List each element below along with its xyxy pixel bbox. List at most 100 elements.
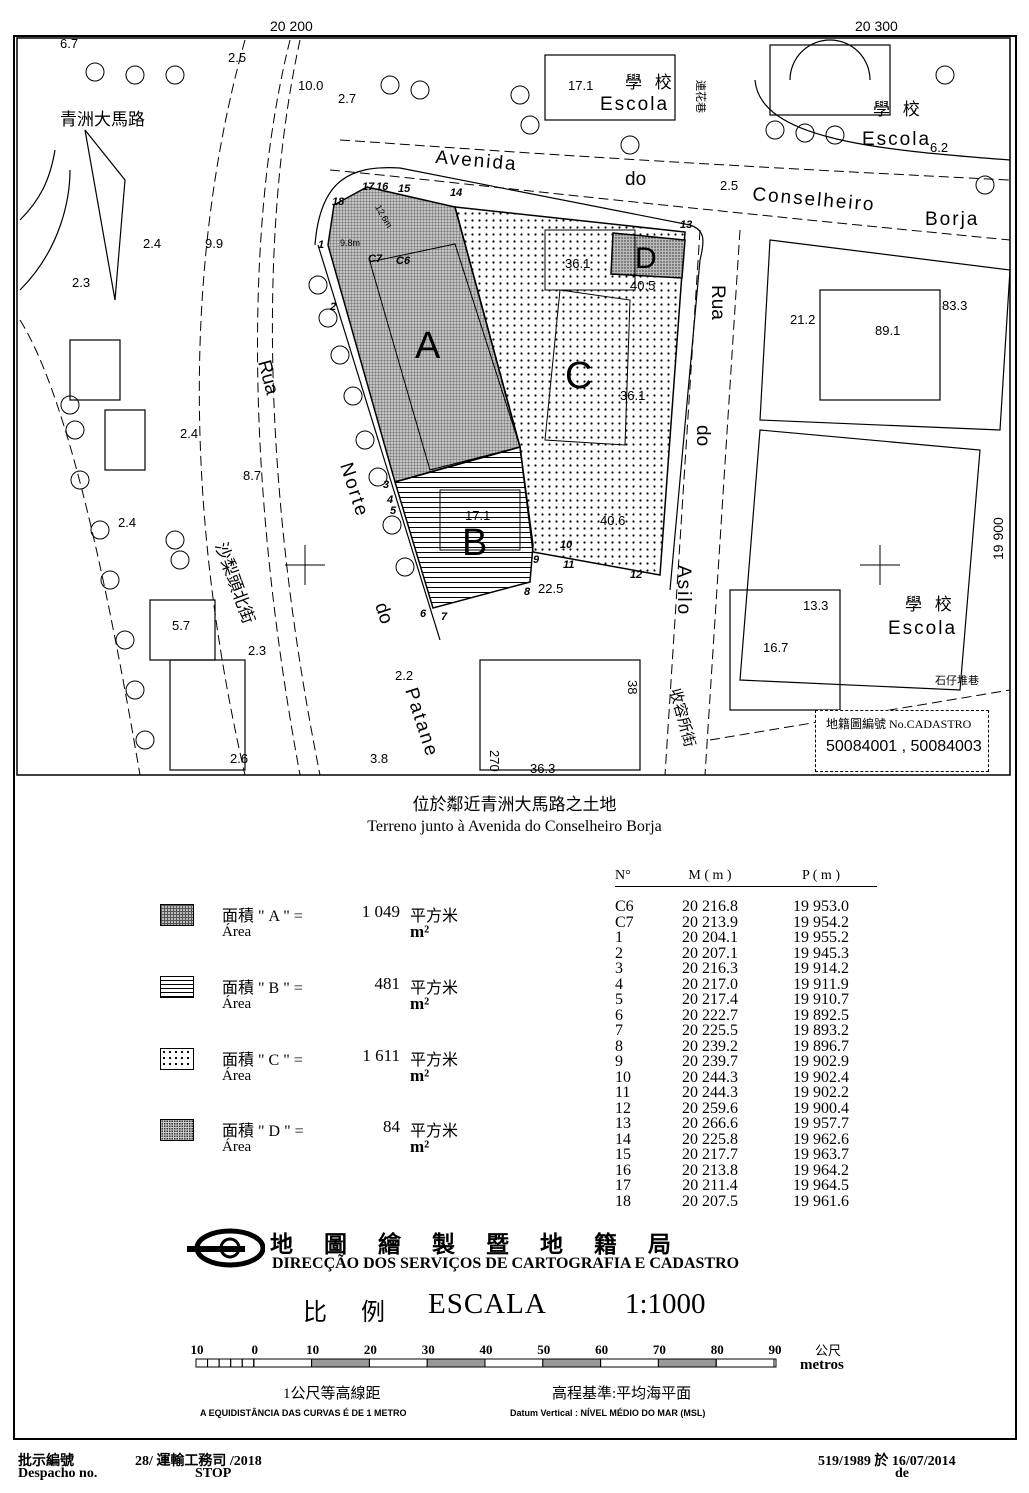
legend-area-value: 481 <box>374 974 401 993</box>
hatch-swatch-b <box>160 976 194 998</box>
school-label: 學 校 <box>625 73 676 92</box>
buildings <box>69 39 1011 771</box>
m-coordinate: 20 204.1 <box>682 929 738 946</box>
p-coordinate: 19 964.2 <box>793 1161 849 1179</box>
contour-note-zh: 1公尺等高線距 <box>283 1386 381 1402</box>
plot-label-d: D <box>635 242 657 275</box>
scale-bar-segment <box>657 1358 717 1368</box>
elevation-label: 8.7 <box>243 468 261 483</box>
point-id: 13 <box>615 1115 631 1132</box>
boundary-point-label: 10 <box>560 539 573 551</box>
plot-interior-buildings <box>369 229 636 551</box>
title-pt: Terreno junto à Avenida do Conselheiro B… <box>367 818 662 835</box>
elevation-label: 10.0 <box>298 78 323 93</box>
boundary-point-label: 11 <box>563 559 574 571</box>
street-label: do <box>370 600 397 627</box>
boundary-point-label: 8 <box>524 586 531 598</box>
street-label: Patane <box>400 685 442 760</box>
m-coordinate: 20 211.4 <box>682 1177 738 1194</box>
m-coordinate: 20 266.6 <box>682 1115 738 1132</box>
hatch-swatch-d <box>160 1119 194 1141</box>
scale-tick-label: 40 <box>479 1342 493 1357</box>
m-coordinate: 20 217.4 <box>682 991 738 1008</box>
elevation-label: 5.7 <box>172 618 190 633</box>
datum-note-zh: 高程基準:平均海平面 <box>552 1386 692 1402</box>
point-id: C7 <box>615 913 634 931</box>
plot-d <box>610 232 686 279</box>
elevation-label: 270 <box>487 750 502 772</box>
scale-label: ESCALA <box>428 1288 547 1320</box>
legend-unit-zh: 平方米 <box>410 980 459 997</box>
boundary-point-label: C6 <box>396 255 411 267</box>
school-label: 學 校 <box>873 100 924 119</box>
agency-logo <box>187 1228 265 1268</box>
school-label: Escola <box>888 618 957 639</box>
hatch-swatch-c <box>160 1048 194 1070</box>
plot-label-b: B <box>462 522 487 564</box>
legend-label-pt: Área <box>222 924 252 940</box>
street-label: do <box>692 425 713 446</box>
street-label: 沙梨頭北街 <box>211 540 258 626</box>
grid-label-top-left: 20 200 <box>270 18 313 34</box>
m-coordinate: 20 216.3 <box>682 960 738 977</box>
scale-tick-label: 20 <box>363 1342 377 1357</box>
street-label: 收容所街 <box>666 687 698 749</box>
elevation-label: 2.4 <box>180 426 198 441</box>
elevation-label: 9.9 <box>205 236 223 251</box>
p-coordinate: 19 957.7 <box>793 1115 849 1132</box>
m-coordinate: 20 244.3 <box>682 1084 738 1101</box>
street-label: Conselheiro <box>752 184 877 216</box>
p-coordinate: 19 910.7 <box>793 991 849 1008</box>
elevation-label: 2.5 <box>228 50 246 65</box>
boundary-point-label: 18 <box>332 196 345 208</box>
legend-label-pt: Área <box>222 1139 252 1155</box>
point-id: 12 <box>615 1099 631 1117</box>
cadastro-numbers: 50084001 , 50084003 <box>826 738 982 755</box>
p-coordinate: 19 955.2 <box>793 929 849 946</box>
p-coordinate: 19 962.6 <box>793 1130 849 1148</box>
elevation-label: 21.2 <box>790 312 815 327</box>
column-header: P ( m ) <box>765 868 877 887</box>
elevation-label: 6.2 <box>930 140 948 155</box>
elevation-label: 16.7 <box>763 640 788 655</box>
m-coordinate: 20 244.3 <box>682 1068 738 1086</box>
legend-area-value: 84 <box>383 1117 400 1136</box>
elevation-label: 13.3 <box>803 598 828 613</box>
legend-item-b: 面積 " B " = Área 481 平方米 m² <box>160 970 490 1020</box>
elevation-label: 36.3 <box>530 761 555 776</box>
scale-tick-label: 30 <box>421 1342 435 1357</box>
cadastro-label: 地籍圖編號 No.CADASTRO <box>826 717 972 731</box>
scale-unit-zh: 公尺 <box>815 1343 842 1358</box>
scale-unit: metros <box>800 1357 844 1373</box>
boundary-point-label: 15 <box>398 183 411 195</box>
boundary-point-label: 16 <box>376 181 389 193</box>
elevation-label: 89.1 <box>875 323 900 338</box>
plot-c <box>453 206 686 576</box>
street-label: 青洲大馬路 <box>60 110 145 129</box>
elevation-label: 6.7 <box>60 36 78 51</box>
cadastral-map: 青洲大馬路 沙梨頭北街 收容所街 石仔堆巷 連花巷 Avenida do Con… <box>16 36 1011 776</box>
despacho-label-zh: 批示編號 <box>18 1454 74 1469</box>
boundary-point-label: C7 <box>368 253 383 265</box>
m-coordinate: 20 225.8 <box>682 1130 738 1148</box>
road-edges <box>19 79 1011 641</box>
point-id: 17 <box>615 1177 631 1194</box>
p-coordinate: 19 954.2 <box>793 913 849 931</box>
boundary-point-label: 14 <box>450 187 462 199</box>
m-coordinate: 20 213.9 <box>682 913 738 931</box>
boundary-point-label: 2 <box>329 301 336 313</box>
legend-label: 面積 " B " = <box>222 980 303 997</box>
contour-note: A EQUIDISTÂNCIA DAS CURVAS É DE 1 METRO <box>200 1408 407 1418</box>
scale-bar-segment <box>426 1358 486 1368</box>
column-header: N° <box>615 868 655 887</box>
street-label: do <box>625 169 646 190</box>
street-label: Asilo <box>673 565 694 616</box>
